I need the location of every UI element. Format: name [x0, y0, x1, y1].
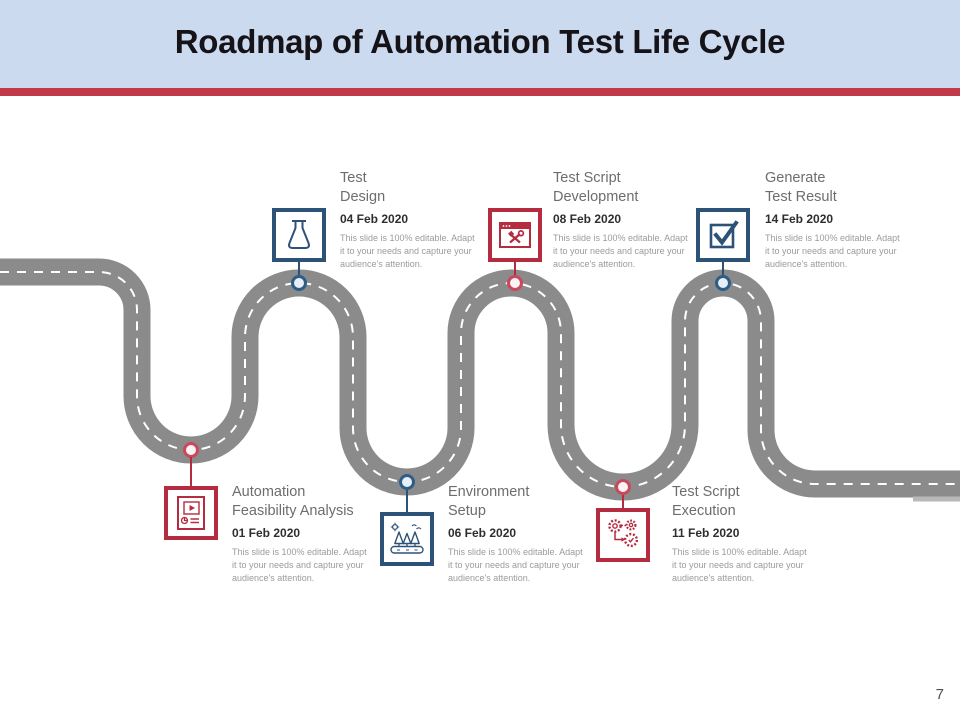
gears-icon — [608, 519, 639, 548]
milestone-icon-box — [596, 508, 650, 562]
header-divider — [0, 88, 960, 96]
milestone-icon-box — [164, 486, 218, 540]
road-surface — [0, 258, 960, 501]
milestone-marker — [291, 275, 307, 291]
presentation-icon — [177, 496, 205, 530]
connector-line — [190, 457, 192, 486]
trees-icon — [390, 522, 424, 554]
page-number: 7 — [935, 686, 944, 703]
checkbox-icon — [709, 220, 739, 249]
milestone-date: 06 Feb 2020 — [448, 526, 517, 540]
milestone-icon-box — [488, 208, 542, 262]
milestone-date: 14 Feb 2020 — [765, 212, 834, 226]
milestone-marker — [615, 479, 631, 495]
connector-line — [722, 262, 724, 276]
milestone-date: 11 Feb 2020 — [672, 526, 740, 540]
window-tools-icon — [499, 222, 531, 248]
milestone-icon-box — [380, 512, 434, 566]
milestone-date: 04 Feb 2020 — [340, 212, 409, 226]
milestone-marker — [183, 442, 199, 458]
milestone-icon-box — [696, 208, 750, 262]
milestone-date: 08 Feb 2020 — [553, 212, 622, 226]
milestone-marker — [715, 275, 731, 291]
flask-icon — [288, 220, 310, 249]
milestone-marker — [507, 275, 523, 291]
slide-header: Roadmap of Automation Test Life Cycle — [0, 0, 960, 88]
connector-line — [514, 262, 516, 276]
connector-line — [406, 490, 408, 512]
milestone-marker — [399, 474, 415, 490]
milestone-date: 01 Feb 2020 — [232, 526, 301, 540]
road-center-dashes — [0, 271, 960, 488]
page-title: Roadmap of Automation Test Life Cycle — [174, 23, 786, 60]
milestone-icon-box — [272, 208, 326, 262]
connector-line — [622, 495, 624, 508]
connector-line — [298, 262, 300, 276]
